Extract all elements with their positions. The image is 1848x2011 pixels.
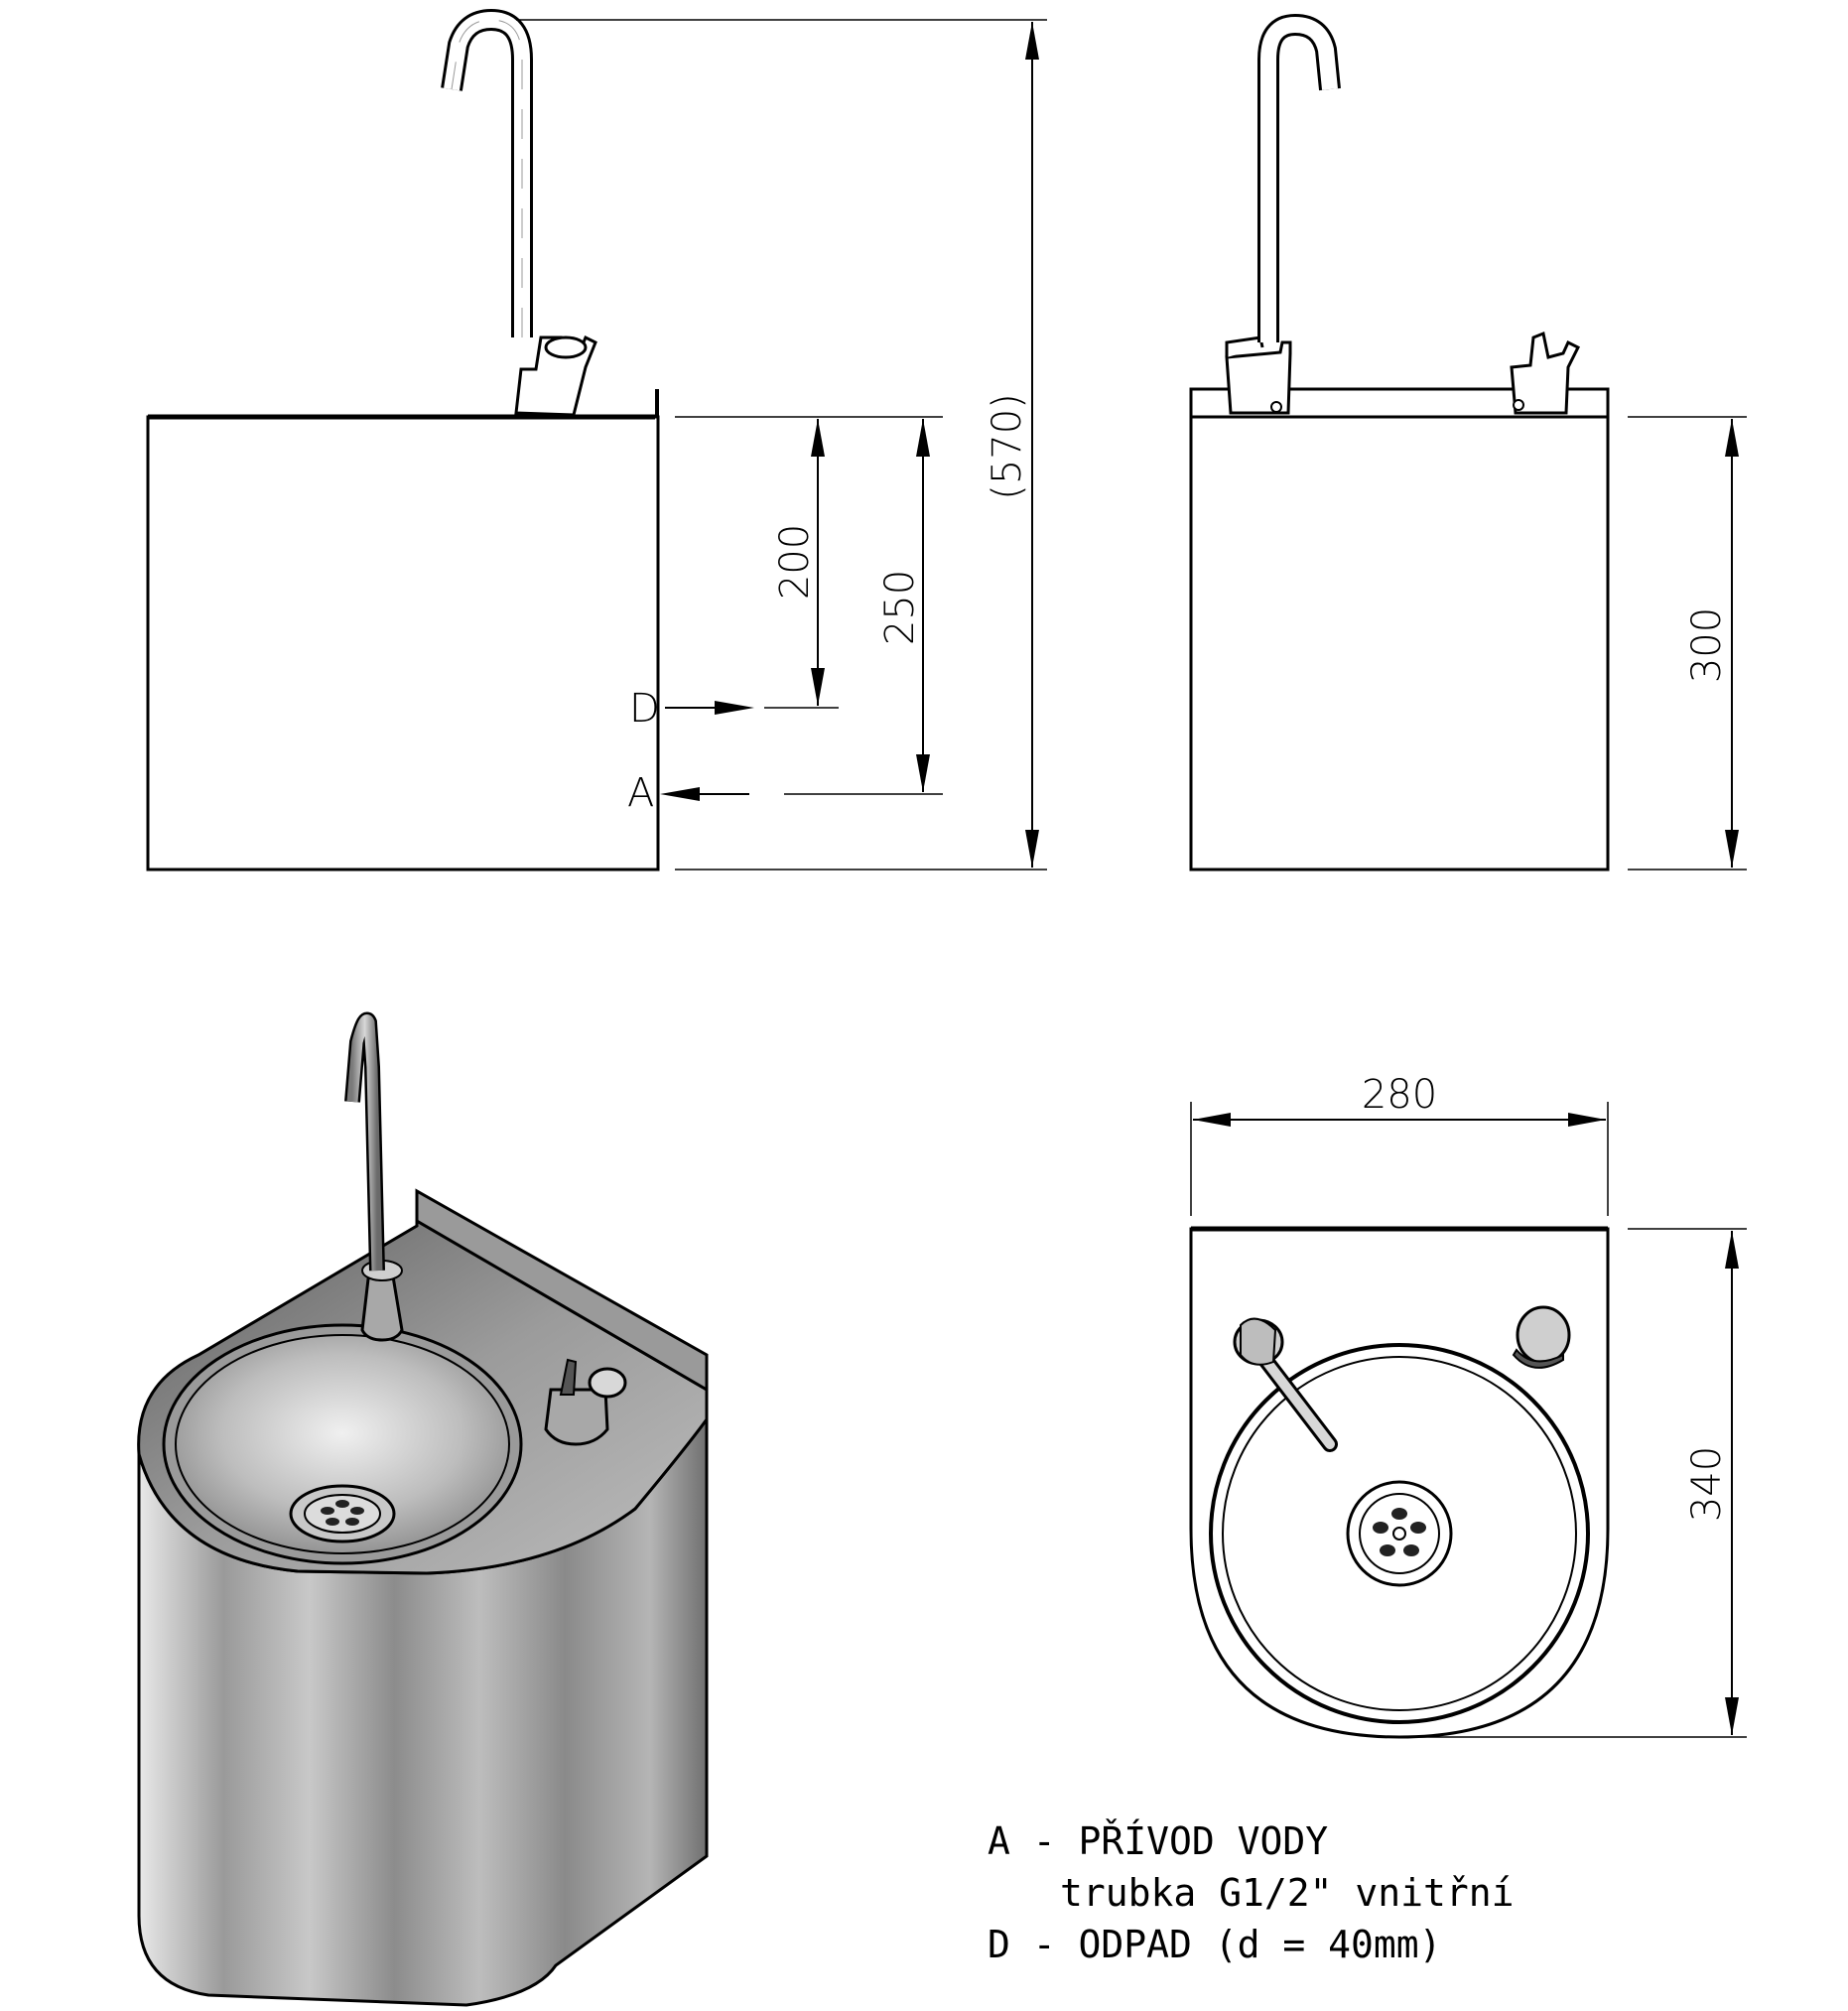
legend-supply-detail: trubka G1/2" vnitřní	[1060, 1871, 1515, 1915]
legend-drain: D - ODPAD (d = 40mm)	[988, 1923, 1442, 1966]
dim-width: 280	[1362, 1072, 1437, 1118]
iso-backsplash	[415, 1188, 709, 1393]
iso-bowl	[175, 1334, 510, 1554]
dim-depth: 340	[1684, 1446, 1730, 1522]
side-view-top-plate	[1189, 387, 1610, 419]
legend-supply: A - PŘÍVOD VODY	[988, 1819, 1328, 1863]
side-view-dimensions: 300	[1628, 416, 1747, 871]
marker-supply: A	[627, 770, 654, 816]
top-view-dimensions: 280 340	[1190, 1072, 1747, 1738]
top-view-button	[1516, 1305, 1571, 1365]
front-view-body	[146, 415, 660, 871]
legend: A - PŘÍVOD VODY trubka G1/2" vnitřní D -…	[988, 1819, 1515, 1966]
side-view	[1189, 13, 1610, 871]
isometric-view	[137, 1011, 709, 2007]
top-view	[1189, 1226, 1610, 1739]
dim-drain-height: 200	[772, 524, 818, 600]
side-view-body	[1189, 415, 1610, 871]
dim-body-height: 300	[1684, 607, 1730, 683]
front-view-dimensions: (570) 200 250 D A	[516, 19, 1047, 871]
dim-supply-height: 250	[877, 570, 923, 645]
dim-total-height: (570)	[985, 393, 1030, 500]
front-view	[146, 8, 660, 871]
marker-drain: D	[629, 686, 660, 732]
